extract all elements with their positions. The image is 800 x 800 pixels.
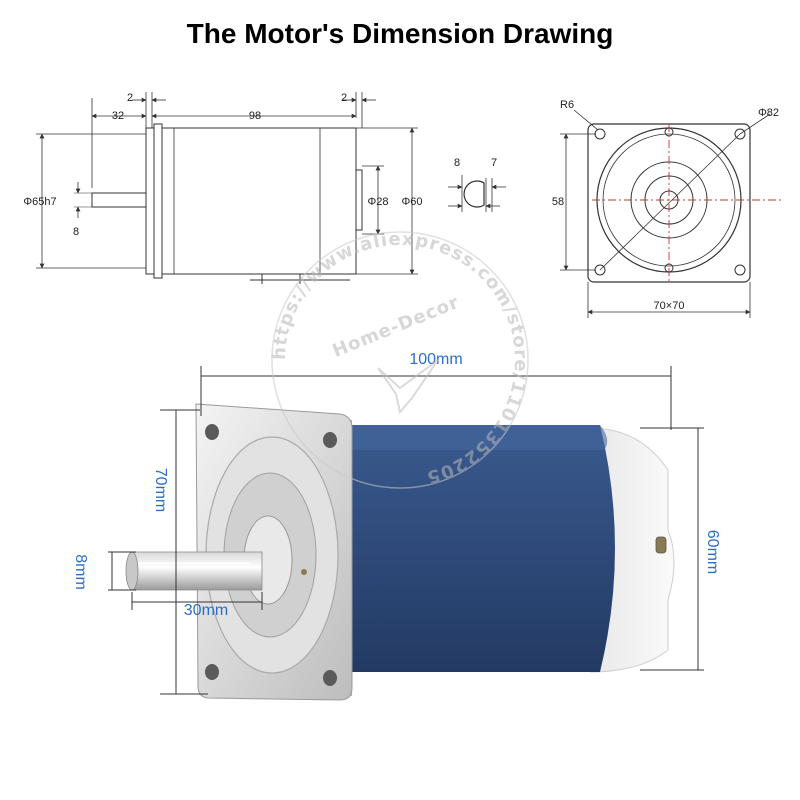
side-view: 2 32 98 2 Φ65h7 8 Φ28: [23, 92, 423, 284]
dim-2-right: 2: [341, 92, 347, 104]
dim-32: 32: [112, 110, 124, 122]
dim-boss-diameter: Φ28: [367, 196, 388, 208]
dim-flange-diameter: Φ65h7: [23, 196, 56, 208]
dim-square: 70×70: [654, 300, 685, 312]
dim-shaft-8: 8: [73, 226, 79, 238]
photo-dimensions: [108, 366, 704, 695]
body-diameter-label: 60mm: [704, 530, 721, 574]
motor-render: [125, 403, 675, 701]
dim-2-left: 2: [127, 92, 133, 104]
length-label: 100mm: [409, 351, 462, 368]
dim-body-diameter: Φ60: [401, 196, 422, 208]
dim-98: 98: [249, 110, 261, 122]
page-title: The Motor's Dimension Drawing: [186, 18, 614, 49]
dim-section-7: 7: [491, 157, 497, 169]
shaft-diameter-label: 8mm: [72, 554, 89, 590]
dim-bolt-circle: Φ82: [758, 107, 779, 119]
front-view: R6 Φ82 58 70×70: [552, 99, 782, 318]
dim-58: 58: [552, 196, 564, 208]
dim-section-8: 8: [454, 157, 460, 169]
dim-radius: R6: [560, 99, 574, 111]
shaft-section-view: 8 7: [448, 157, 506, 212]
flange-label: 70mm: [152, 468, 169, 512]
shaft-length-label: 30mm: [184, 602, 228, 619]
